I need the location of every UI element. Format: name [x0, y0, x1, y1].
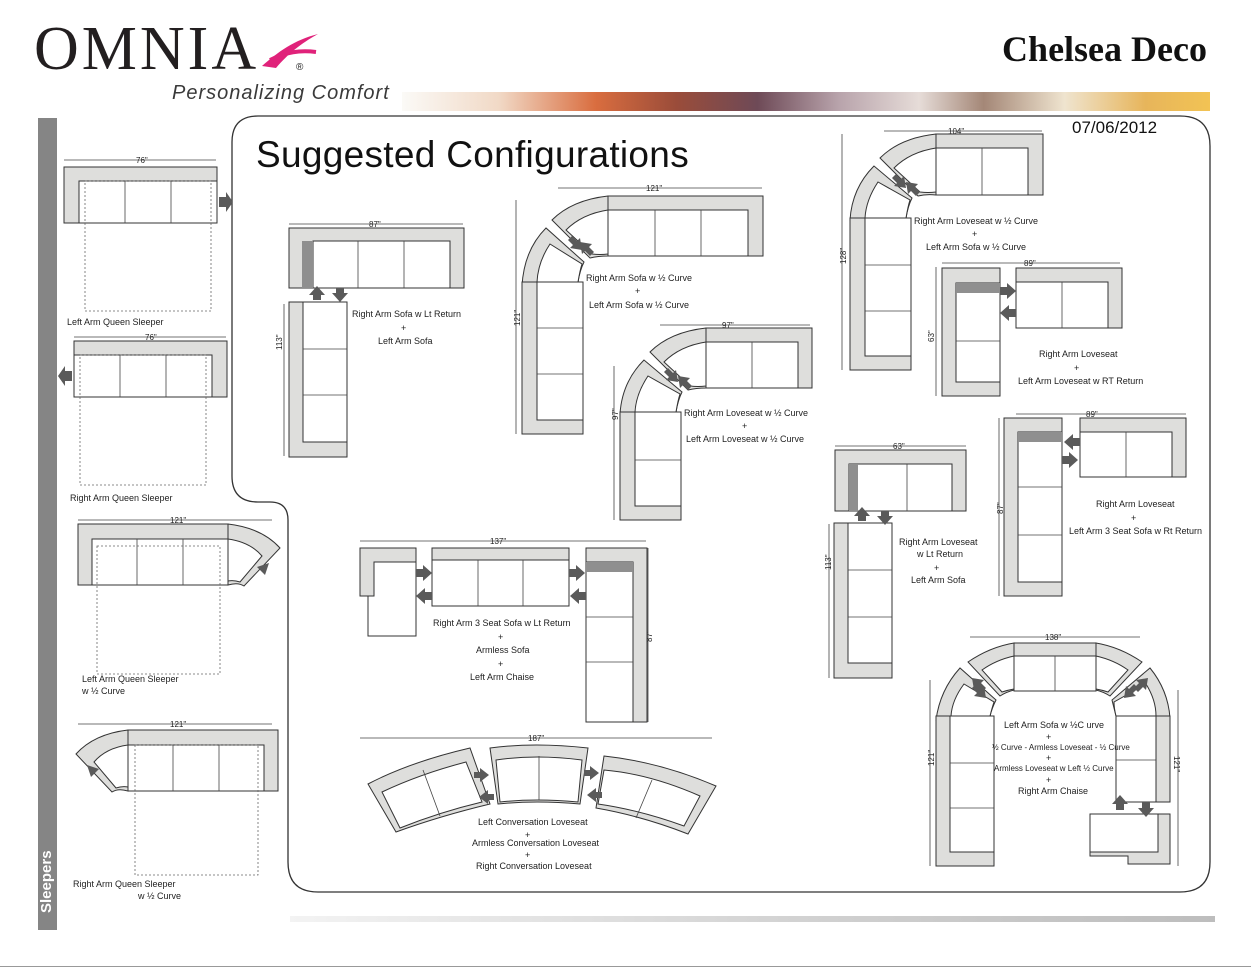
config-sofa-half-curve: 121" 121" Right Arm Sofa w ½ Curve + Lef… — [513, 184, 764, 435]
svg-text:+: + — [972, 229, 977, 239]
svg-text:Left Arm Queen Sleeper: Left Arm Queen Sleeper — [82, 674, 179, 684]
sleeper-right-arm-queen-curve: 121" Right Arm Queen Sleeper w ½ Curve — [73, 720, 279, 901]
config-loveseat-lt-return-sofa: 63" 113" Right Arm Loveseat w Lt Return … — [824, 442, 978, 679]
logo-swoosh-icon — [262, 34, 318, 68]
config-loveseat-sofa-half-curve: 104" 128" Right Arm Loveseat w ½ Curve +… — [839, 127, 1044, 371]
svg-text:Left Arm Loveseat w ½ Curve: Left Arm Loveseat w ½ Curve — [686, 434, 804, 444]
footer-rule — [0, 966, 1251, 967]
svg-text:+: + — [1046, 732, 1051, 742]
svg-text:Left Arm Sofa w ½ Curve: Left Arm Sofa w ½ Curve — [926, 242, 1026, 252]
svg-text:138": 138" — [1045, 633, 1061, 642]
svg-text:89": 89" — [1086, 410, 1098, 419]
sidebar-bar — [38, 118, 57, 930]
config-loveseat-rt-return: 89" 63" Right Arm Loveseat + Left Arm Lo… — [927, 259, 1143, 397]
date-stamp: 07/06/2012 — [1072, 118, 1158, 137]
sleeper-left-arm-queen-curve: 121" Left Arm Queen Sleeper w ½ Curve — [77, 516, 281, 696]
svg-text:121": 121" — [513, 310, 522, 326]
svg-text:+: + — [635, 286, 640, 296]
sleeper-right-arm-queen: 76" Right Arm Queen Sleeper — [58, 333, 228, 503]
svg-text:+: + — [498, 632, 503, 642]
svg-text:121": 121" — [170, 516, 186, 525]
svg-text:+: + — [1074, 363, 1079, 373]
config-3seat-armless-chaise: 137" 87" Right Arm 3 Seat Sofa w Lt Retu… — [359, 537, 654, 723]
svg-text:Left Arm Sofa w ½C urve: Left Arm Sofa w ½C urve — [1004, 720, 1104, 730]
svg-text:Right Arm 3 Seat Sofa w Lt Ret: Right Arm 3 Seat Sofa w Lt Return — [433, 618, 571, 628]
svg-text:76": 76" — [145, 333, 157, 342]
config-loveseat-half-curve: 97" 97" Right Arm Loveseat w ½ Curve + L… — [611, 321, 813, 521]
svg-text:121": 121" — [646, 184, 662, 193]
section-title: Suggested Configurations — [256, 134, 689, 175]
footer-shadow-bar — [290, 916, 1215, 922]
svg-text:97": 97" — [611, 408, 620, 420]
dim-label: 76" — [136, 156, 148, 165]
svg-text:w ½ Curve: w ½ Curve — [137, 891, 181, 901]
svg-text:Right Arm Loveseat w ½ Curve: Right Arm Loveseat w ½ Curve — [684, 408, 808, 418]
svg-text:121": 121" — [170, 720, 186, 729]
svg-text:Armless Conversation Loveseat: Armless Conversation Loveseat — [472, 838, 600, 848]
svg-text:128": 128" — [839, 248, 848, 264]
svg-text:Right Arm Loveseat: Right Arm Loveseat — [1039, 349, 1118, 359]
svg-text:137": 137" — [490, 537, 506, 546]
svg-text:113": 113" — [824, 554, 833, 570]
brand-name: OMNIA — [34, 15, 260, 83]
svg-text:Left Arm Chaise: Left Arm Chaise — [470, 672, 534, 682]
svg-text:Left Arm Loveseat w RT Return: Left Arm Loveseat w RT Return — [1018, 376, 1143, 386]
svg-text:63": 63" — [893, 442, 905, 451]
svg-text:Right Arm Chaise: Right Arm Chaise — [1018, 786, 1088, 796]
config-conversation-loveseats: 187" Left Conversation Loveseat + Armles… — [360, 734, 717, 871]
svg-text:Right Arm Sofa w ½ Curve: Right Arm Sofa w ½ Curve — [586, 273, 692, 283]
svg-text:+: + — [742, 421, 747, 431]
svg-text:Right Arm Loveseat: Right Arm Loveseat — [1096, 499, 1175, 509]
svg-text:+: + — [1046, 775, 1051, 785]
svg-text:87": 87" — [369, 220, 381, 229]
svg-text:121": 121" — [1172, 756, 1181, 772]
svg-text:Right Arm Queen Sleeper: Right Arm Queen Sleeper — [73, 879, 176, 889]
config-sofa-lt-return: 87" 113" Right Arm Sofa w Lt Return + Le… — [275, 220, 465, 458]
svg-text:Left Arm 3 Seat Sofa w Rt Retu: Left Arm 3 Seat Sofa w Rt Return — [1069, 526, 1202, 536]
product-title: Chelsea Deco — [1002, 29, 1207, 69]
svg-text:87": 87" — [645, 630, 654, 642]
svg-text:+: + — [525, 830, 530, 840]
svg-text:+: + — [401, 323, 406, 333]
sleeper-left-arm-queen: 76" Left Arm Queen Sleeper — [63, 156, 233, 327]
leather-swatch-band — [402, 92, 1210, 111]
svg-text:97": 97" — [722, 321, 734, 330]
svg-text:+: + — [498, 659, 503, 669]
svg-text:+: + — [1046, 753, 1051, 763]
svg-text:104": 104" — [948, 127, 964, 136]
config-u-shape-curve: 138" 121" 121" Left Arm Sofa w — [927, 633, 1181, 867]
sleeper-label: Left Arm Queen Sleeper — [67, 317, 164, 327]
config-loveseat-3seat-rt-return: 89" 87" Right Arm Loveseat + Left Arm 3 … — [996, 410, 1202, 597]
svg-text:Left Conversation Loveseat: Left Conversation Loveseat — [478, 817, 588, 827]
svg-text:Right Conversation Loveseat: Right Conversation Loveseat — [476, 861, 592, 871]
svg-text:Left Arm Sofa: Left Arm Sofa — [378, 336, 433, 346]
configurations-frame — [231, 115, 1211, 893]
svg-text:121": 121" — [927, 750, 936, 766]
svg-text:187": 187" — [528, 734, 544, 743]
svg-text:Armless Sofa: Armless Sofa — [476, 645, 530, 655]
svg-text:Left Arm Sofa: Left Arm Sofa — [911, 575, 966, 585]
svg-text:87": 87" — [996, 502, 1005, 514]
sleeper-label: Right Arm Queen Sleeper — [70, 493, 173, 503]
svg-text:Right Arm Sofa w Lt Return: Right Arm Sofa w Lt Return — [352, 309, 461, 319]
svg-text:½ Curve - Armless Loveseat - ½: ½ Curve - Armless Loveseat - ½ Curve — [992, 743, 1130, 752]
svg-text:+: + — [1131, 513, 1136, 523]
svg-text:+: + — [525, 850, 530, 860]
registered-mark: ® — [296, 62, 304, 73]
svg-text:Right Arm Loveseat w ½ Curve: Right Arm Loveseat w ½ Curve — [914, 216, 1038, 226]
svg-text:113": 113" — [275, 334, 284, 350]
brand-logo: OMNIA ® Personalizing Comfort — [34, 14, 394, 110]
svg-text:w Lt Return: w Lt Return — [916, 549, 963, 559]
svg-text:Right Arm Loveseat: Right Arm Loveseat — [899, 537, 978, 547]
svg-text:89": 89" — [1024, 259, 1036, 268]
brand-tagline: Personalizing Comfort — [172, 82, 390, 104]
svg-text:Armless Loveseat w Left ½ Cur: Armless Loveseat w Left ½ Curve — [994, 764, 1114, 773]
svg-text:w ½ Curve: w ½ Curve — [81, 686, 125, 696]
svg-text:Left Arm Sofa w ½ Curve: Left Arm Sofa w ½ Curve — [589, 300, 689, 310]
svg-text:63": 63" — [927, 330, 936, 342]
svg-text:+: + — [934, 563, 939, 573]
